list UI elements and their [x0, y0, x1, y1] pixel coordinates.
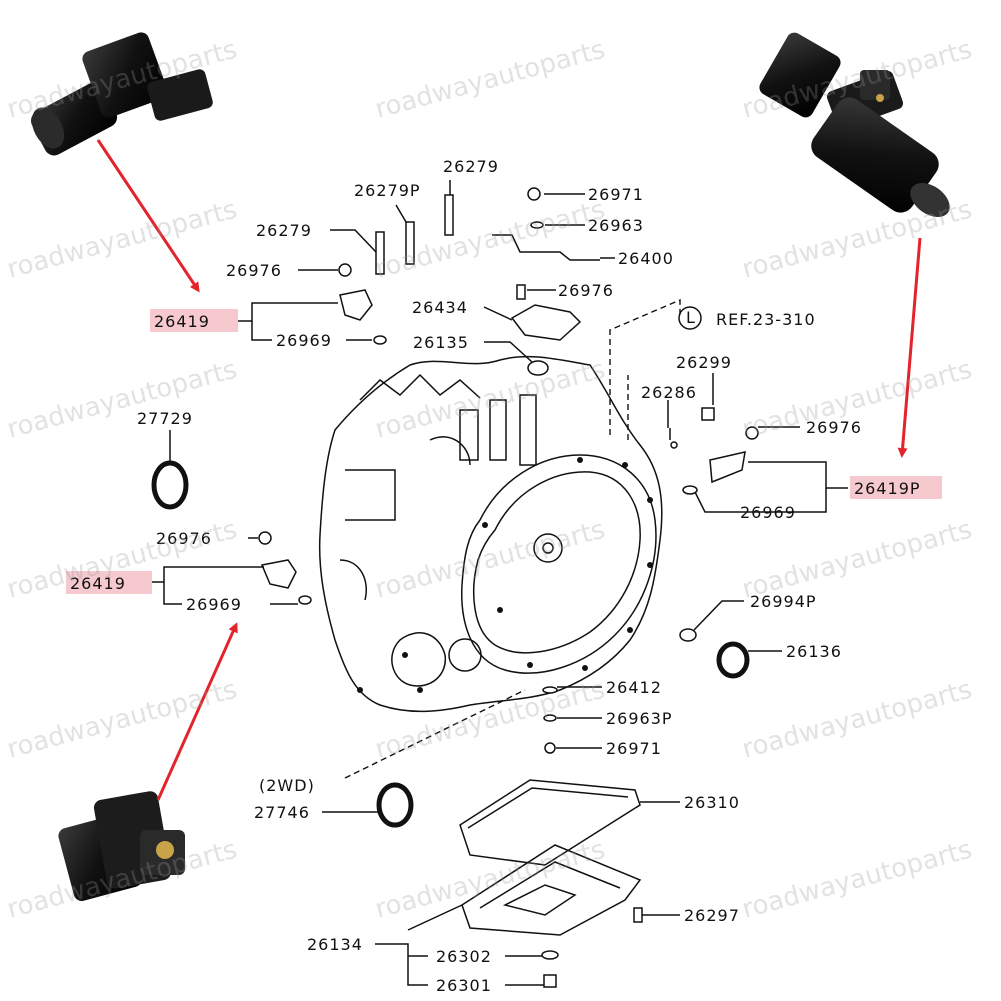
label-26310: 26310	[684, 793, 740, 812]
label-26969-top: 26969	[276, 331, 332, 350]
label-26279-left: 26279	[256, 221, 312, 240]
small-parts	[151, 187, 759, 988]
label-27746: 27746	[254, 803, 310, 822]
watermark: roadwayautoparts	[739, 515, 975, 605]
label-26302: 26302	[436, 947, 492, 966]
watermark: roadwayautoparts	[739, 835, 975, 925]
ref-circle	[678, 306, 702, 330]
watermark: roadwayautoparts	[4, 355, 240, 445]
label-26976-top-left: 26976	[226, 261, 282, 280]
highlight-26419-top	[150, 309, 238, 332]
label-27729: 27729	[137, 409, 193, 428]
label-26286: 26286	[641, 383, 697, 402]
label-26971-bottom: 26971	[606, 739, 662, 758]
label-26419p: 26419P	[854, 479, 921, 498]
label-26976-right: 26976	[806, 418, 862, 437]
label-26400: 26400	[618, 249, 674, 268]
watermark: roadwayautoparts	[372, 835, 608, 925]
label-26279-top: 26279	[443, 157, 499, 176]
label-26969-left: 26969	[186, 595, 242, 614]
label-26969-right: 26969	[740, 503, 796, 522]
label-26963p: 26963P	[606, 709, 673, 728]
label-26412: 26412	[606, 678, 662, 697]
highlight-26419p	[850, 476, 942, 499]
label-2wd: (2WD)	[259, 776, 315, 795]
transmission-housing	[318, 355, 663, 713]
watermark: roadwayautoparts	[4, 195, 240, 285]
label-26976-top: 26976	[558, 281, 614, 300]
part-labels: 26279 26279P 26279 26971 26963 26400 269…	[70, 157, 921, 995]
label-ref: REF.23-310	[716, 310, 816, 329]
label-26434: 26434	[412, 298, 468, 317]
label-26419-top: 26419	[154, 312, 210, 331]
arrow-top-right	[897, 237, 922, 458]
label-ref-l: L	[686, 308, 696, 327]
watermark: roadwayautoparts	[372, 35, 608, 125]
arrow-top-left	[96, 139, 200, 293]
label-26136: 26136	[786, 642, 842, 661]
label-26297: 26297	[684, 906, 740, 925]
watermark: roadwayautoparts	[739, 675, 975, 765]
leader-lines	[150, 180, 848, 986]
arrow-bottom-left	[156, 622, 238, 801]
label-26963: 26963	[588, 216, 644, 235]
label-26135: 26135	[413, 333, 469, 352]
label-26134: 26134	[307, 935, 363, 954]
dashed-lines	[344, 298, 681, 779]
label-26419-left: 26419	[70, 574, 126, 593]
watermark: roadwayautoparts	[372, 515, 608, 605]
sensor-photo-bottom-left	[58, 791, 185, 901]
label-26279p: 26279P	[354, 181, 421, 200]
sensor-photo-top-right	[759, 32, 950, 218]
label-26976-left: 26976	[156, 529, 212, 548]
label-26971-top: 26971	[588, 185, 644, 204]
red-arrows	[96, 139, 922, 801]
label-26994p: 26994P	[750, 592, 817, 611]
label-26301: 26301	[436, 976, 492, 995]
highlight-26419-left	[66, 571, 152, 594]
watermark: roadwayautoparts	[739, 195, 975, 285]
watermark: roadwayautoparts	[372, 675, 608, 765]
watermark: roadwayautoparts	[4, 675, 240, 765]
sensor-photo-top-left	[30, 32, 213, 156]
label-26299: 26299	[676, 353, 732, 372]
